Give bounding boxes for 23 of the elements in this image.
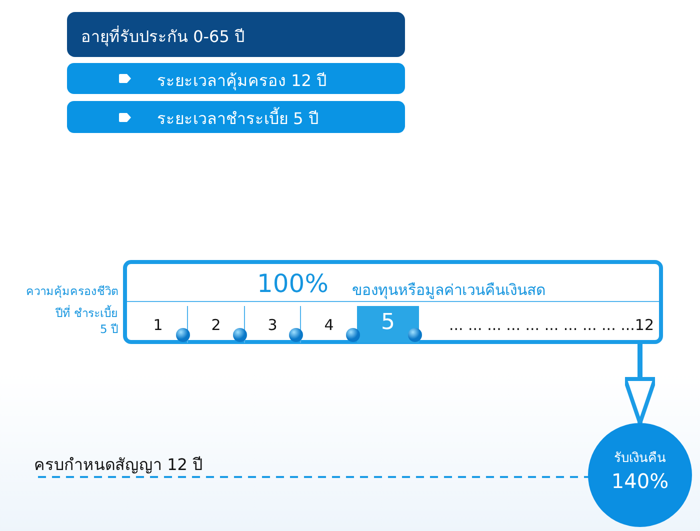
year-number: ... ... ... ... ... ... ... ... ... ...12: [448, 316, 654, 334]
down-arrow: [623, 344, 657, 425]
year-number: 1: [153, 316, 163, 334]
row-label: ปีที่ ชำระเบี้ย 5 ปี: [54, 305, 118, 337]
year-cell: [357, 306, 419, 343]
age-banner: [67, 12, 405, 57]
info-text: อายุที่รับประกัน 0-65 ปี: [81, 24, 244, 48]
year-number: 5: [381, 310, 395, 335]
coverage-text: ของทุนหรือมูลค่าเวนคืนเงินสด: [352, 280, 546, 302]
row-label: ความคุ้มครองชีวิต: [25, 283, 118, 299]
year-number: 4: [324, 316, 334, 334]
coverage-frame: [123, 260, 663, 344]
info-bar: [67, 101, 405, 133]
info-text: ระยะเวลาคุ้มครอง 12 ปี: [157, 70, 327, 92]
percent-text: 100%: [257, 269, 328, 298]
dashed-line: [38, 476, 590, 478]
payout-percent: 140%: [611, 469, 669, 493]
year-number: 3: [268, 316, 278, 334]
payout-text: รับเงินคืน: [614, 450, 666, 468]
maturity-text: ครบกำหนดสัญญา 12 ปี: [34, 454, 203, 476]
info-text: ระยะเวลาชำระเบี้ย 5 ปี: [157, 106, 318, 130]
info-bar: [67, 63, 405, 94]
year-number: 2: [211, 316, 221, 334]
